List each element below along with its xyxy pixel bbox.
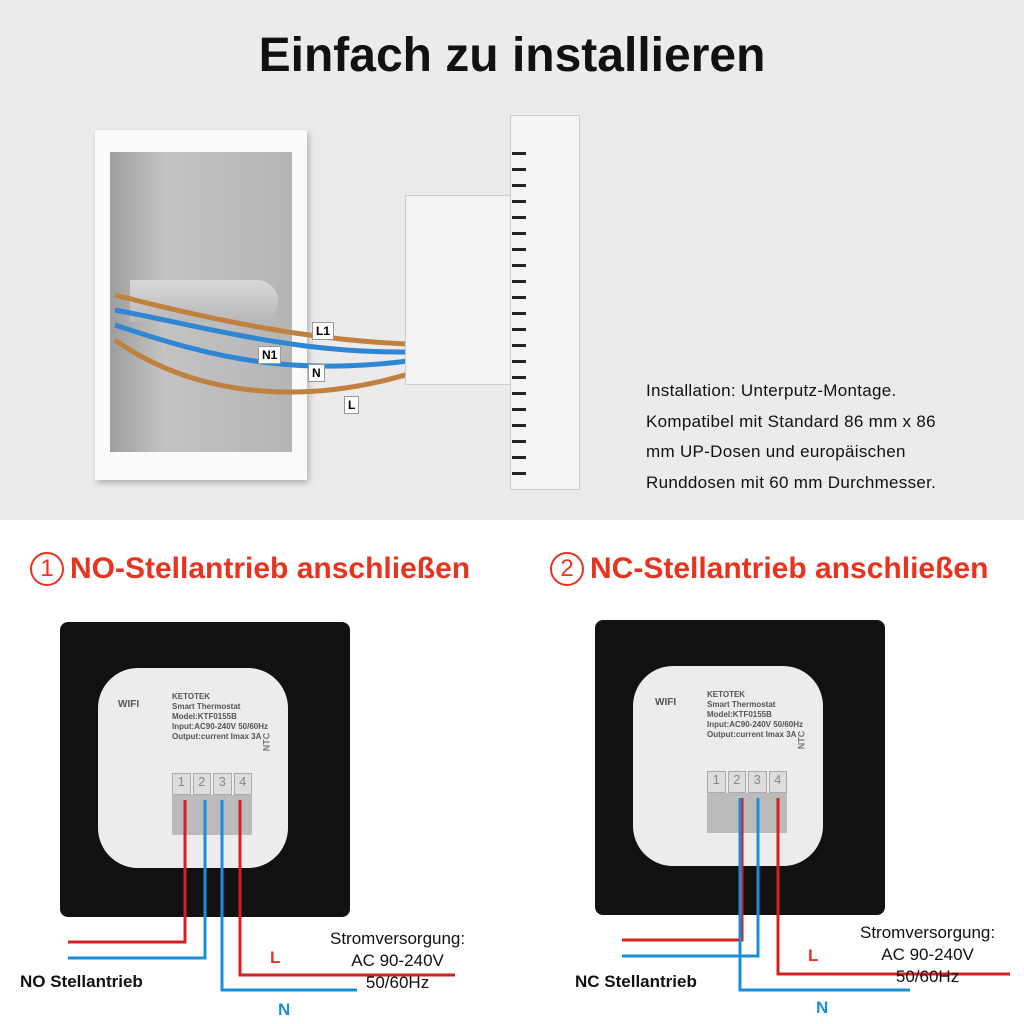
section-title-text: NO-Stellantrieb anschließen [70, 552, 471, 585]
terminal-3: 3 [748, 771, 767, 793]
wire-tag-l: L [344, 396, 360, 414]
device-input: Input:AC90-240V 50/60Hz [707, 720, 804, 729]
vent-slot [512, 472, 526, 475]
terminal-block [707, 793, 787, 833]
thermostat-module [405, 195, 515, 385]
vent-slot [512, 264, 526, 267]
vent-slot [512, 376, 526, 379]
step-number: 1 [30, 552, 64, 586]
vent-slot [512, 232, 526, 235]
wire-label-n: N [278, 1000, 291, 1019]
step-number: 2 [550, 552, 584, 586]
vent-slot [512, 168, 526, 171]
desc-line: mm UP-Dosen und europäischen [646, 442, 906, 461]
wifi-label: WIFI [118, 699, 140, 710]
vent-slot [512, 408, 526, 411]
device-model: Model:KTF0155B [707, 710, 772, 719]
desc-line: Kompatibel mit Standard 86 mm x 86 [646, 411, 936, 431]
terminal-2: 2 [727, 771, 746, 793]
power-label-no: Stromversorgung: AC 90-240V 50/60Hz [330, 928, 465, 994]
terminal-3: 3 [213, 773, 232, 795]
vent-slot [512, 328, 526, 331]
desc-line: Installation: Unterputz-Montage. [646, 381, 897, 400]
brand: KETOTEK [172, 692, 211, 701]
vent-slot [512, 200, 526, 203]
vent-slot [512, 248, 526, 251]
section-title-text: NC-Stellantrieb anschließen [590, 552, 989, 585]
device-input: Input:AC90-240V 50/60Hz [172, 722, 269, 731]
terminal-4: 4 [233, 773, 252, 795]
wire-tag-n: N [308, 364, 325, 382]
wire-label-l: L [808, 946, 819, 965]
terminal-4: 4 [768, 771, 787, 793]
vent-slot [512, 456, 526, 459]
terminal-1: 1 [707, 771, 726, 793]
vent-slot [512, 312, 526, 315]
power-title: Stromversorgung: [330, 929, 466, 948]
device-output: Output:current Imax 3A [707, 730, 797, 739]
vent-slot [512, 296, 526, 299]
vent-slot [512, 360, 526, 363]
page-title: Einfach zu installieren [258, 29, 766, 82]
device-label-no: KETOTEK Smart Thermostat Model:KTF0155B … [172, 692, 268, 742]
power-freq: 50/60Hz [895, 967, 960, 986]
device-model: Model:KTF0155B [172, 712, 237, 721]
terminal-1: 1 [172, 773, 191, 795]
vent-slot [512, 280, 526, 283]
power-label-nc: Stromversorgung: AC 90-240V 50/60Hz [860, 922, 995, 988]
vent-slot [512, 184, 526, 187]
power-title: Stromversorgung: [860, 923, 996, 942]
wire-tag-n1: N1 [258, 346, 282, 364]
device-name: Smart Thermostat [707, 700, 776, 709]
wire-tag-l1: L1 [312, 322, 335, 340]
vent-slot [512, 216, 526, 219]
brand: KETOTEK [707, 690, 746, 699]
thermostat-plate [510, 115, 580, 490]
vent-slot [512, 440, 526, 443]
actuator-label-no: NO Stellantrieb [20, 972, 143, 991]
install-panel: Einfach zu installieren L1 N1 N L Instal… [0, 0, 1024, 520]
device-output: Output:current Imax 3A [172, 732, 262, 741]
wire-label-n: N [816, 998, 829, 1017]
power-freq: 50/60Hz [365, 973, 430, 992]
install-description: Installation: Unterputz-Montage. Kompati… [646, 376, 936, 498]
wifi-label: WIFI [655, 697, 677, 708]
vent-slot [512, 344, 526, 347]
desc-line: Runddosen mit 60 mm Durchmesser. [646, 472, 937, 492]
wire-label-l: L [270, 948, 281, 967]
device-label-nc: KETOTEK Smart Thermostat Model:KTF0155B … [707, 690, 803, 740]
actuator-label-nc: NC Stellantrieb [575, 972, 697, 991]
vent-slot [512, 424, 526, 427]
power-voltage: AC 90-240V [351, 951, 444, 970]
terminal-2: 2 [192, 773, 211, 795]
vent-slot [512, 392, 526, 395]
vent-slot [512, 152, 526, 155]
device-name: Smart Thermostat [172, 702, 241, 711]
power-voltage: AC 90-240V [881, 945, 974, 964]
